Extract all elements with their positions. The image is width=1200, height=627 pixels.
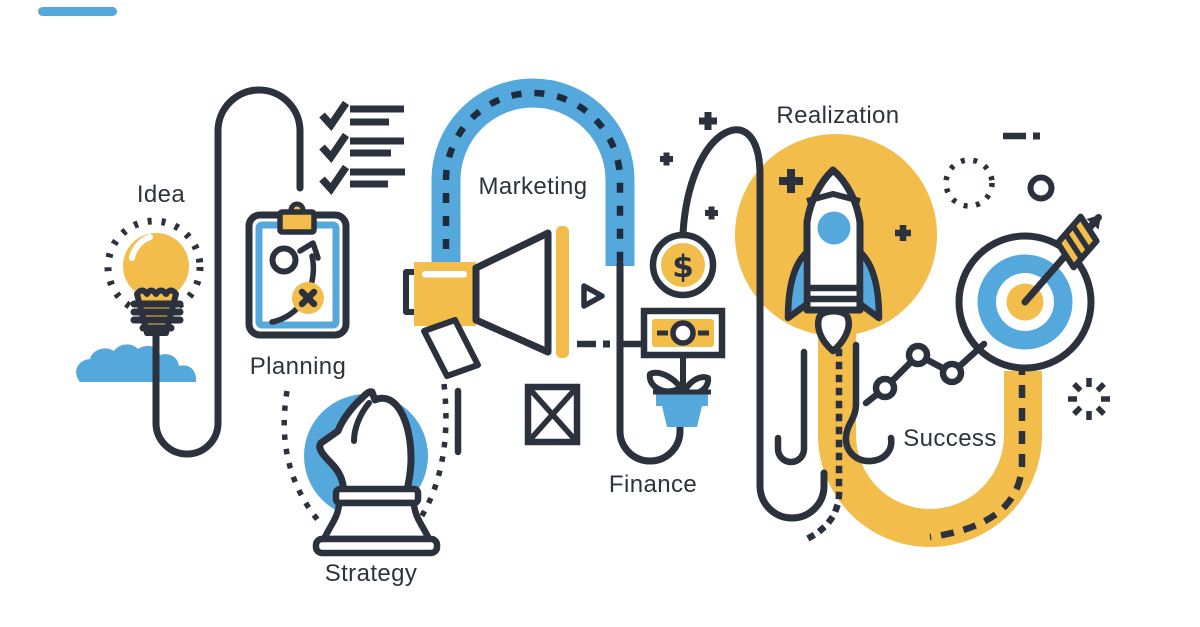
dash-dot-icon <box>577 340 610 348</box>
success-stage: Success <box>862 213 1110 452</box>
target-arrow-icon <box>955 213 1102 372</box>
chess-knight-icon <box>312 388 441 557</box>
sunburst-icon <box>1068 378 1110 420</box>
dash-dot-icon-top <box>1003 132 1040 140</box>
dotted-arc-right <box>417 383 449 521</box>
finance-label: Finance <box>609 471 697 498</box>
checklist-icon <box>319 100 405 196</box>
dotted-circle-icon <box>943 157 995 209</box>
dashed-path <box>929 362 1026 541</box>
marketing-label: Marketing <box>479 173 588 200</box>
planning-stage: Planning <box>245 201 350 380</box>
clipboard-strategy-icon <box>245 201 350 339</box>
blue-arch-dashes <box>442 89 624 272</box>
dollar-coin-icon: $ <box>649 231 717 299</box>
rocket-icon <box>784 166 883 355</box>
cloud-icon <box>76 344 197 382</box>
flow-line-finance-to-realization <box>679 126 828 522</box>
flow-line-idea-to-planning <box>152 86 304 458</box>
coin-symbol: $ <box>672 249 694 285</box>
growth-chart-icon <box>862 340 988 407</box>
plus-icons <box>660 112 911 241</box>
small-ring-icon <box>1027 174 1055 202</box>
arrow <box>1021 213 1102 306</box>
top-right-decorations <box>943 132 1055 209</box>
finance-stage: $ Finance <box>609 231 726 498</box>
crossed-box-icon <box>524 383 581 446</box>
idea-label: Idea <box>137 181 186 208</box>
strategy-stage: Strategy <box>281 383 462 587</box>
success-label: Success <box>903 425 997 452</box>
plant-pot-icon <box>646 355 712 427</box>
dotted-trail <box>795 348 843 547</box>
exhaust-hook-right <box>842 341 895 465</box>
realization-label: Realization <box>776 102 899 129</box>
marketing-stage: Marketing <box>403 78 635 446</box>
flow-line-marketing-to-finance <box>616 260 684 465</box>
dotted-arc-left <box>281 390 325 527</box>
megaphone-icon <box>403 226 569 379</box>
banknote-icon <box>640 307 726 359</box>
lightbulb-icon <box>123 233 189 336</box>
play-triangle-icon <box>581 283 605 309</box>
realization-stage: Realization <box>660 102 1042 547</box>
strategy-label: Strategy <box>325 560 418 587</box>
accent-bar <box>38 7 117 16</box>
planning-label: Planning <box>250 353 347 380</box>
exhaust-hook-left <box>774 348 808 466</box>
idea-stage: Idea <box>76 86 304 458</box>
yellow-swoosh-path <box>818 328 1042 547</box>
